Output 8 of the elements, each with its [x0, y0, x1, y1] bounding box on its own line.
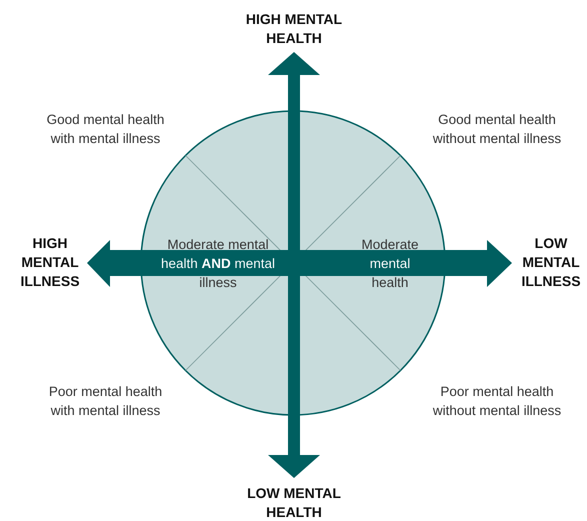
axis-label: HIGH MENTAL ILLNESS — [19, 234, 81, 291]
axis-label: HIGH MENTAL HEALTH — [244, 10, 344, 48]
quadrant-label: Good mental health with mental illness — [46, 111, 166, 148]
axis-label: LOW MENTAL HEALTH — [246, 484, 342, 521]
quadrant-label: Poor mental health with mental illness — [48, 383, 164, 420]
quadrant-label: Poor mental health without mental illness — [432, 383, 562, 420]
quadrant-label: Good mental health without mental illness — [432, 111, 562, 148]
axis-label: LOW MENTAL ILLNESS — [520, 234, 582, 291]
